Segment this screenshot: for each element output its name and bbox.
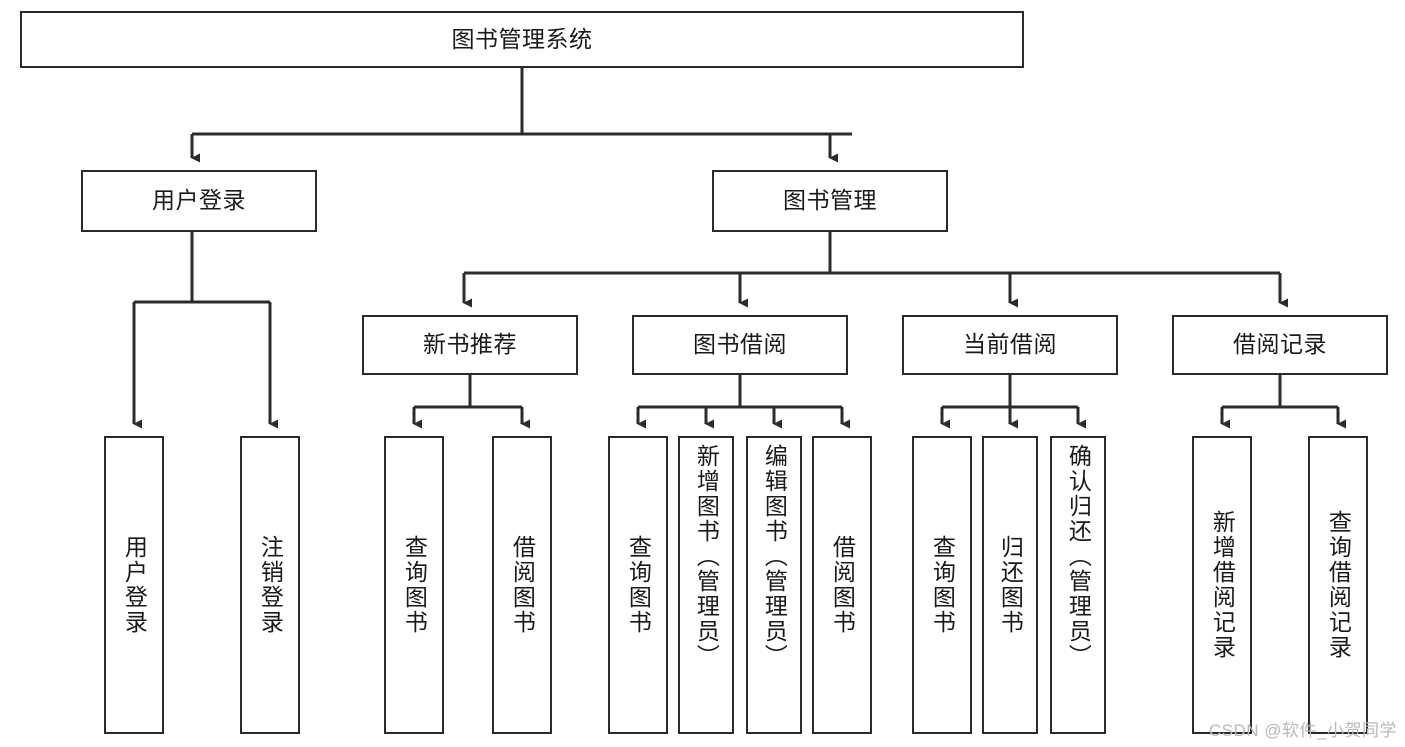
leaf-query-book-3[interactable]: 查询图书 (912, 436, 972, 734)
leaf-query-book-1[interactable]: 查询图书 (384, 436, 444, 734)
node-book-manage[interactable]: 图书管理 (712, 170, 948, 232)
node-borrow-record-label: 借阅记录 (1233, 331, 1327, 358)
csdn-watermark: CSDN @软件_小贺同学 (1208, 721, 1397, 740)
node-new-book-recommend-label: 新书推荐 (423, 331, 517, 358)
node-book-borrow[interactable]: 图书借阅 (632, 315, 848, 375)
leaf-edit-book-label: 编辑图书（管理员） (761, 444, 788, 669)
node-root-label: 图书管理系统 (451, 25, 593, 52)
leaf-confirm-return[interactable]: 确认归还（管理员） (1050, 436, 1106, 734)
leaf-add-record[interactable]: 新增借阅记录 (1192, 436, 1252, 734)
node-new-book-recommend[interactable]: 新书推荐 (362, 315, 578, 375)
leaf-user-login-label: 用户登录 (121, 535, 148, 635)
leaf-query-book-3-label: 查询图书 (929, 535, 956, 635)
node-book-manage-label: 图书管理 (783, 187, 877, 214)
leaf-user-logout-label: 注销登录 (257, 535, 284, 635)
leaf-edit-book[interactable]: 编辑图书（管理员） (746, 436, 802, 734)
node-current-borrow[interactable]: 当前借阅 (902, 315, 1118, 375)
leaf-add-book[interactable]: 新增图书（管理员） (678, 436, 734, 734)
leaf-query-book-2[interactable]: 查询图书 (608, 436, 668, 734)
node-book-borrow-label: 图书借阅 (693, 331, 787, 358)
node-root[interactable]: 图书管理系统 (20, 11, 1024, 68)
leaf-add-book-label: 新增图书（管理员） (693, 444, 720, 669)
leaf-add-record-label: 新增借阅记录 (1209, 510, 1236, 660)
node-user-login[interactable]: 用户登录 (81, 170, 317, 232)
leaf-confirm-return-label: 确认归还（管理员） (1065, 444, 1092, 669)
leaf-return-book[interactable]: 归还图书 (982, 436, 1038, 734)
node-borrow-record[interactable]: 借阅记录 (1172, 315, 1388, 375)
node-current-borrow-label: 当前借阅 (963, 331, 1057, 358)
leaf-query-book-2-label: 查询图书 (625, 535, 652, 635)
leaf-return-book-label: 归还图书 (997, 535, 1024, 635)
leaf-borrow-book-2[interactable]: 借阅图书 (812, 436, 872, 734)
leaf-user-logout[interactable]: 注销登录 (240, 436, 300, 734)
leaf-query-record[interactable]: 查询借阅记录 (1308, 436, 1368, 734)
leaf-borrow-book-2-label: 借阅图书 (829, 535, 856, 635)
node-user-login-label: 用户登录 (152, 187, 246, 214)
leaf-query-book-1-label: 查询图书 (401, 535, 428, 635)
leaf-borrow-book-1-label: 借阅图书 (509, 535, 536, 635)
leaf-query-record-label: 查询借阅记录 (1325, 510, 1352, 660)
leaf-user-login[interactable]: 用户登录 (104, 436, 164, 734)
leaf-borrow-book-1[interactable]: 借阅图书 (492, 436, 552, 734)
